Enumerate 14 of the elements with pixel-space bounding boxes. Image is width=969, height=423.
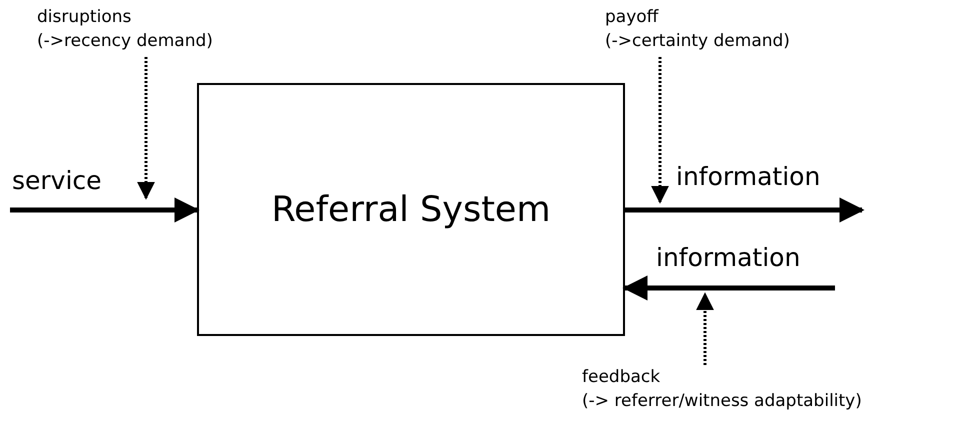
arrow [622, 276, 835, 300]
arrow [10, 198, 200, 222]
process-box [197, 83, 625, 336]
dotted-arrow [696, 292, 714, 365]
annotation-note: (-> referrer/witness adaptability) [582, 390, 863, 413]
dotted-arrow [137, 57, 155, 200]
dotted-arrow [651, 57, 669, 204]
annotation-label: payoff [605, 6, 660, 29]
annotation-note: (->recency demand) [37, 30, 214, 53]
annotation-note: (->certainty demand) [605, 30, 791, 53]
annotation-label: feedback [582, 366, 662, 389]
box-title: Referral System [271, 190, 551, 230]
annotation-label: disruptions [37, 6, 132, 29]
arrow [625, 198, 864, 222]
